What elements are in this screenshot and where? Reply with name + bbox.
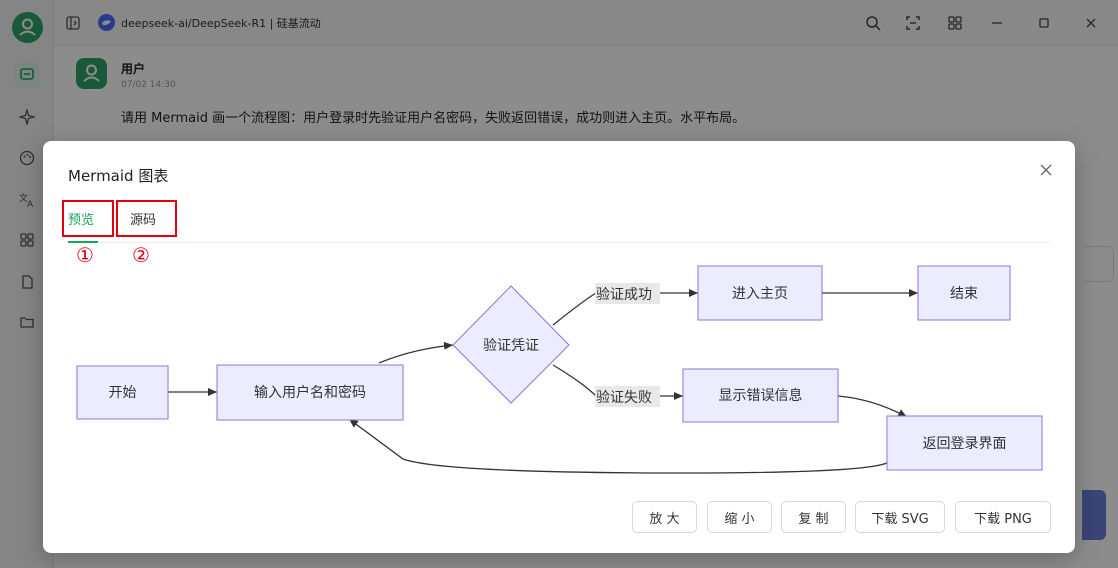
svg-text:A: A [27, 200, 34, 208]
tab-active-indicator [68, 241, 98, 243]
knowledge-nav-button[interactable] [14, 269, 40, 295]
top-bar: deepseek-ai/DeepSeek-R1 | 硅基流动 [54, 0, 1118, 46]
node-back-label: 返回登录界面 [923, 436, 1007, 452]
deepseek-logo-icon [98, 14, 115, 31]
user-avatar[interactable] [12, 12, 43, 43]
minimize-button[interactable] [986, 12, 1008, 34]
flowchart-diagram: 验证成功 验证失败 开始 输入用户名和密码 验证凭证 进入主页 结束 显示错误信… [76, 265, 1043, 474]
grid-icon [20, 233, 34, 247]
panel-toggle-icon [66, 16, 80, 30]
edge-input-verify [378, 341, 454, 364]
copy-button[interactable]: 复 制 [781, 501, 846, 533]
annotation-2: ② [132, 243, 150, 267]
translate-icon: 文 A [19, 192, 34, 208]
sidebar-toggle-button[interactable] [62, 12, 84, 34]
annotation-1: ① [76, 243, 94, 267]
sparkle-icon [19, 109, 35, 125]
layout-icon [906, 16, 920, 30]
apps-nav-button[interactable] [14, 227, 40, 253]
folder-icon [20, 317, 34, 328]
files-nav-button[interactable] [14, 309, 40, 335]
maximize-icon [1039, 18, 1049, 28]
modal-close-button[interactable] [1037, 161, 1055, 179]
node-end-label: 结束 [950, 286, 978, 302]
edge-label-success: 验证成功 [596, 287, 652, 303]
message-username: 用户 [121, 62, 146, 76]
tab-source[interactable]: 源码 [130, 213, 157, 228]
model-title[interactable]: deepseek-ai/DeepSeek-R1 | 硅基流动 [121, 17, 321, 30]
search-button[interactable] [862, 12, 884, 34]
highlight-box-preview [62, 200, 114, 237]
apps-button[interactable] [944, 12, 966, 34]
translate-nav-button[interactable]: 文 A [14, 187, 40, 213]
input-edge [1084, 246, 1114, 282]
chat-nav-button[interactable] [14, 62, 40, 88]
zoom-out-button[interactable]: 缩 小 [707, 501, 772, 533]
minimize-icon [992, 22, 1002, 24]
node-back [886, 415, 1043, 471]
close-icon [1040, 164, 1052, 176]
grid-icon [948, 16, 962, 30]
file-icon [22, 275, 33, 289]
node-start [76, 365, 169, 420]
message-text: 请用 Mermaid 画一个流程图：用户登录时先验证用户名密码，失败返回错误，成… [121, 111, 746, 126]
maximize-button[interactable] [1033, 12, 1055, 34]
paint-nav-button[interactable] [14, 145, 40, 171]
svg-text:文: 文 [19, 192, 28, 204]
node-error [682, 368, 839, 423]
message-timestamp: 07/02 14:30 [121, 80, 176, 90]
modal-title: Mermaid 图表 [68, 167, 169, 185]
node-input-label: 输入用户名和密码 [254, 384, 366, 401]
node-end [917, 265, 1011, 321]
download-png-button[interactable]: 下载 PNG [955, 501, 1051, 533]
modal-tabs: 预览 源码 [68, 201, 1050, 243]
palette-icon [19, 150, 35, 166]
agent-nav-button[interactable] [14, 104, 40, 130]
send-area-edge [1082, 490, 1106, 540]
search-icon [866, 16, 881, 31]
edge-error-back [837, 395, 908, 418]
user-icon [19, 18, 36, 36]
zoom-in-button[interactable]: 放 大 [632, 501, 697, 533]
node-home [697, 265, 823, 321]
edge-back-input [348, 418, 888, 474]
node-error-label: 显示错误信息 [719, 387, 803, 404]
node-verify [452, 285, 570, 404]
download-svg-button[interactable]: 下载 SVG [855, 501, 945, 533]
close-window-button[interactable] [1080, 12, 1102, 34]
highlight-box-source [116, 200, 177, 237]
layout-button[interactable] [902, 12, 924, 34]
node-verify-label: 验证凭证 [483, 338, 539, 354]
user-icon [83, 64, 100, 82]
edge-label-fail: 验证失败 [596, 390, 652, 406]
node-start-label: 开始 [109, 385, 137, 401]
chat-icon [20, 68, 34, 80]
edge-label-bg-success [595, 283, 660, 304]
node-input [216, 364, 404, 421]
tab-preview[interactable]: 预览 [68, 213, 95, 228]
message-avatar [76, 58, 107, 89]
node-home-label: 进入主页 [732, 286, 788, 302]
close-icon [1086, 18, 1096, 28]
edge-label-bg-fail [595, 386, 660, 407]
mermaid-modal: Mermaid 图表 预览 源码 ① ② 验证成功 验证失败 开始 [43, 141, 1075, 553]
